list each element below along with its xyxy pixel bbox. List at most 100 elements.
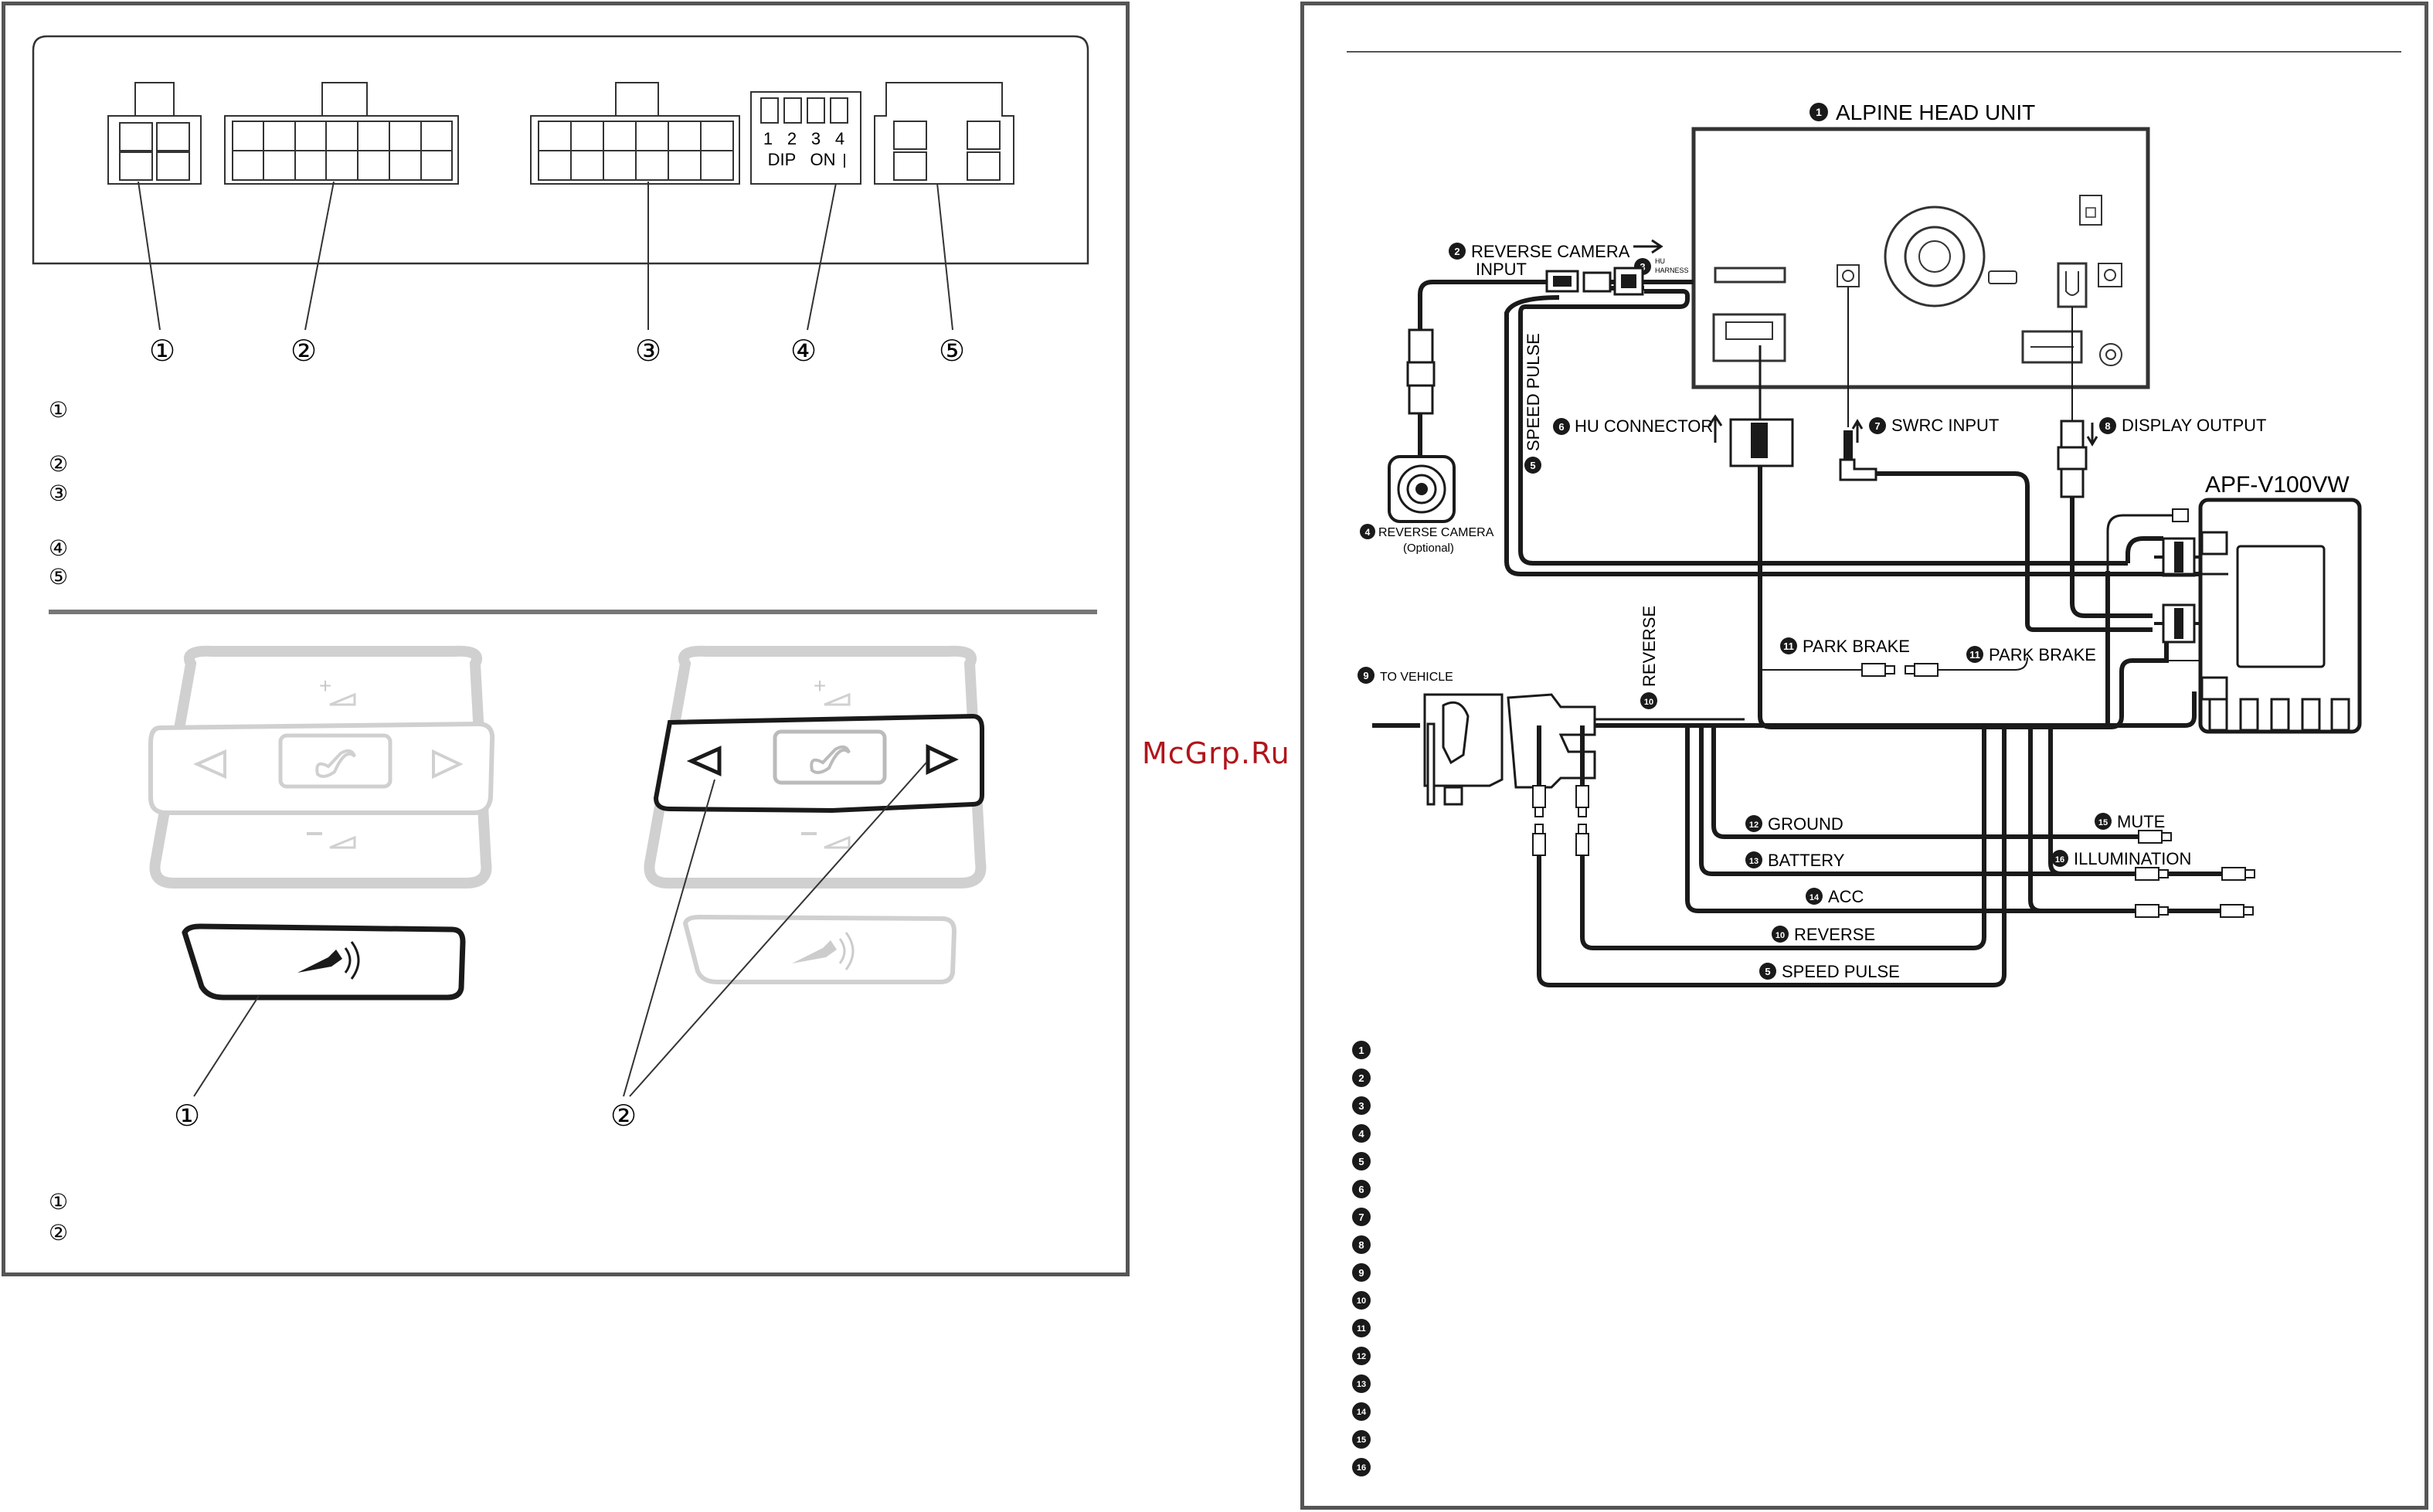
battery-label: BATTERY bbox=[1768, 851, 1845, 870]
dip-number-2: 2 bbox=[787, 129, 797, 148]
display-output-number: 8 bbox=[2105, 420, 2110, 432]
acc-number: 14 bbox=[1809, 893, 1820, 902]
interface-module-label: APF-V100VW bbox=[2205, 472, 2350, 498]
reverse-camera-device bbox=[1388, 455, 1456, 523]
reverse-label: REVERSE bbox=[1794, 925, 1875, 944]
head-unit-label: ALPINE HEAD UNIT bbox=[1836, 100, 2035, 124]
legend-number-1: 1 bbox=[1358, 1045, 1364, 1056]
legend-number-15: 15 bbox=[1357, 1436, 1366, 1445]
connector-legend-1: ① bbox=[49, 398, 68, 422]
hu-harness-label-2: HARNESS bbox=[1655, 267, 1689, 274]
arrow-right-icon bbox=[1633, 239, 1663, 254]
to-vehicle-label: TO VEHICLE bbox=[1380, 671, 1453, 684]
right-panel: 1 ALPINE HEAD UNIT 2 REVERSE CAMERA INPU… bbox=[1300, 2, 2428, 1510]
speed-pulse-vertical-number: 5 bbox=[1530, 460, 1535, 471]
steering-control-left: + bbox=[148, 645, 495, 1001]
legend-number-12: 12 bbox=[1357, 1352, 1366, 1361]
connector-callout-1: ① bbox=[149, 335, 175, 368]
ground-number: 12 bbox=[1749, 821, 1758, 830]
reverse-camera-sub: (Optional) bbox=[1403, 542, 1454, 555]
device-housing bbox=[32, 35, 1089, 265]
legend-number-5: 5 bbox=[1358, 1156, 1364, 1167]
head-unit-number-badge bbox=[1809, 103, 1828, 121]
wire-terminals bbox=[1532, 785, 2255, 918]
dip-switch bbox=[750, 91, 861, 185]
reverse-camera-label: REVERSE CAMERA bbox=[1378, 526, 1494, 539]
legend-number-3: 3 bbox=[1358, 1100, 1364, 1112]
connector-1 bbox=[107, 82, 202, 185]
connector-3 bbox=[530, 82, 740, 185]
to-vehicle-number: 9 bbox=[1363, 670, 1368, 681]
svg-text:+: + bbox=[319, 674, 331, 698]
dip-on-label: ON bbox=[810, 150, 836, 169]
camera-cables bbox=[1418, 280, 2228, 576]
connector-callout-2: ② bbox=[291, 335, 317, 368]
output-branches bbox=[1537, 571, 2222, 987]
reverse-camera-number: 4 bbox=[1365, 527, 1371, 538]
steering-legend-2: ② bbox=[49, 1221, 68, 1245]
legend-number-11: 11 bbox=[1357, 1324, 1366, 1334]
illumination-number: 16 bbox=[2055, 855, 2064, 865]
swrc-jack bbox=[1839, 430, 1877, 481]
dip-number-3: 3 bbox=[811, 129, 821, 148]
mute-number: 15 bbox=[2098, 818, 2108, 827]
svg-text:+: + bbox=[814, 674, 826, 698]
speed-pulse-vertical: 5 SPEED PULSE bbox=[1524, 333, 1543, 474]
hu-harness-label-1: HU bbox=[1655, 257, 1665, 265]
left-panel: 1 2 3 4 DIP ON ① ② ③ ④ ⑤ ① ② ③ ④ ⑤ + bbox=[2, 2, 1130, 1276]
legend-number-8: 8 bbox=[1358, 1239, 1364, 1251]
reverse-number: 10 bbox=[1775, 931, 1785, 940]
connector-legend-5: ⑤ bbox=[49, 565, 68, 589]
reverse-camera-input-number: 2 bbox=[1454, 246, 1459, 257]
interface-module-box bbox=[2162, 498, 2362, 734]
reverse-camera-input-label-1: REVERSE CAMERA bbox=[1471, 242, 1630, 261]
legend-number-7: 7 bbox=[1358, 1211, 1364, 1223]
steering-control-right: + bbox=[644, 645, 987, 984]
legend-number-16: 16 bbox=[1357, 1463, 1366, 1473]
reverse-camera-input-label-2: INPUT bbox=[1476, 260, 1527, 279]
reverse-vertical-number: 10 bbox=[1644, 698, 1653, 707]
dip-number-1: 1 bbox=[763, 129, 773, 148]
connector-callout-5: ⑤ bbox=[939, 335, 965, 368]
acc-label: ACC bbox=[1828, 887, 1864, 906]
swrc-input-number: 7 bbox=[1874, 420, 1880, 432]
vehicle-connector bbox=[1423, 693, 1596, 806]
park-brake-1-label: PARK BRAKE bbox=[1803, 637, 1910, 656]
park-brake-2-label: PARK BRAKE bbox=[1989, 645, 2096, 664]
speed-pulse-vertical-label: SPEED PULSE bbox=[1524, 333, 1543, 451]
display-output-plug bbox=[2057, 420, 2088, 498]
connector-2 bbox=[224, 82, 459, 185]
battery-number: 13 bbox=[1749, 857, 1758, 866]
legend-number-2: 2 bbox=[1358, 1072, 1364, 1084]
connector-legend-2: ② bbox=[49, 452, 68, 476]
ground-label: GROUND bbox=[1768, 814, 1843, 834]
reverse-vertical: 10 REVERSE bbox=[1640, 606, 1659, 709]
connector-legend-3: ③ bbox=[49, 481, 68, 505]
connector-callout-3: ③ bbox=[635, 335, 661, 368]
swrc-input-label: SWRC INPUT bbox=[1891, 416, 1999, 435]
reverse-vertical-label: REVERSE bbox=[1640, 606, 1659, 687]
wiring-diagram-svg: 1 ALPINE HEAD UNIT 2 REVERSE CAMERA INPU… bbox=[1347, 51, 2401, 1476]
legend-number-13: 13 bbox=[1357, 1380, 1366, 1389]
connector-legend-4: ④ bbox=[49, 536, 68, 560]
legend-number-14: 14 bbox=[1357, 1408, 1367, 1417]
connector-callout-4: ④ bbox=[790, 335, 817, 368]
display-output-label: DISPLAY OUTPUT bbox=[2122, 416, 2266, 435]
mute-label: MUTE bbox=[2117, 812, 2165, 831]
park-brake-1-number: 11 bbox=[1783, 640, 1794, 652]
arrow-up-icon bbox=[1708, 414, 1723, 443]
head-unit-box bbox=[1691, 127, 2150, 389]
illumination-label: ILLUMINATION bbox=[2074, 849, 2191, 868]
speed-pulse-number: 5 bbox=[1765, 966, 1770, 977]
connector-5 bbox=[874, 82, 1014, 185]
dip-number-4: 4 bbox=[835, 129, 844, 148]
park-brake-2-number: 11 bbox=[1969, 649, 1980, 661]
connector-leader-lines bbox=[138, 181, 953, 331]
steering-callout-2: ② bbox=[610, 1100, 637, 1133]
steering-leader-lines bbox=[193, 762, 927, 1097]
legend-number-6: 6 bbox=[1358, 1184, 1364, 1195]
output-labels: 12 GROUND 13 BATTERY 14 ACC 10 REVERSE 5… bbox=[1745, 812, 2191, 981]
hu-connector-number: 6 bbox=[1558, 421, 1564, 433]
head-unit-number: 1 bbox=[1816, 106, 1822, 118]
steering-callout-1: ① bbox=[174, 1100, 200, 1133]
